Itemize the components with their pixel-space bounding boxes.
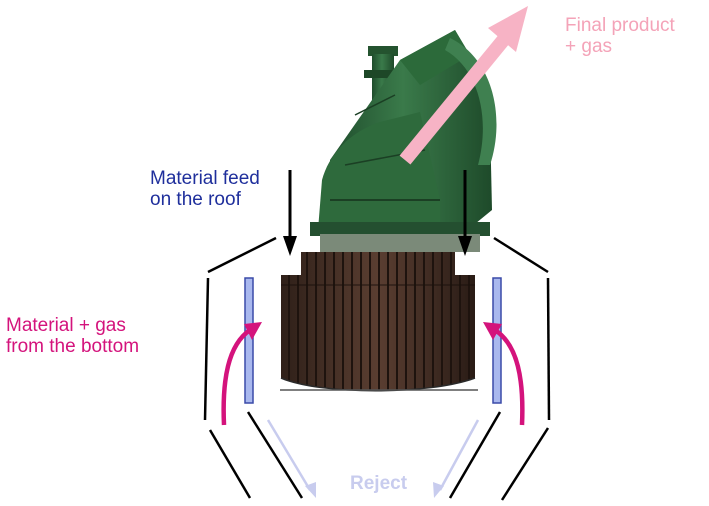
material-gas-arrow-right [483,322,525,426]
material-gas-arrow-left [221,322,262,426]
final-product-line2: + gas [565,36,613,57]
material-feed-line2: on the roof [150,189,241,210]
material-gas-bottom-label: Material + gas from the bottom [6,315,139,357]
material-gas-line1: Material + gas [6,315,126,336]
separator-machine [280,30,497,392]
reject-arrow-right [433,419,480,498]
guide-vane-left [244,277,254,404]
chimney-flange [368,46,398,56]
feed-arrow-left [283,170,297,256]
material-feed-label: Material feed on the roof [150,168,260,210]
material-feed-line1: Material feed [150,168,260,189]
reject-arrow-left [266,419,316,498]
material-gas-line2: from the bottom [6,336,140,357]
roof-flange [310,222,490,236]
final-product-line1: Final product [565,15,675,36]
final-product-label: Final product + gas [565,15,675,57]
feed-arrow-right [458,170,472,256]
final-product-arrow [399,6,528,165]
reject-label: Reject [350,473,408,494]
housing-outline [203,236,551,501]
guide-vane-right [492,277,502,404]
